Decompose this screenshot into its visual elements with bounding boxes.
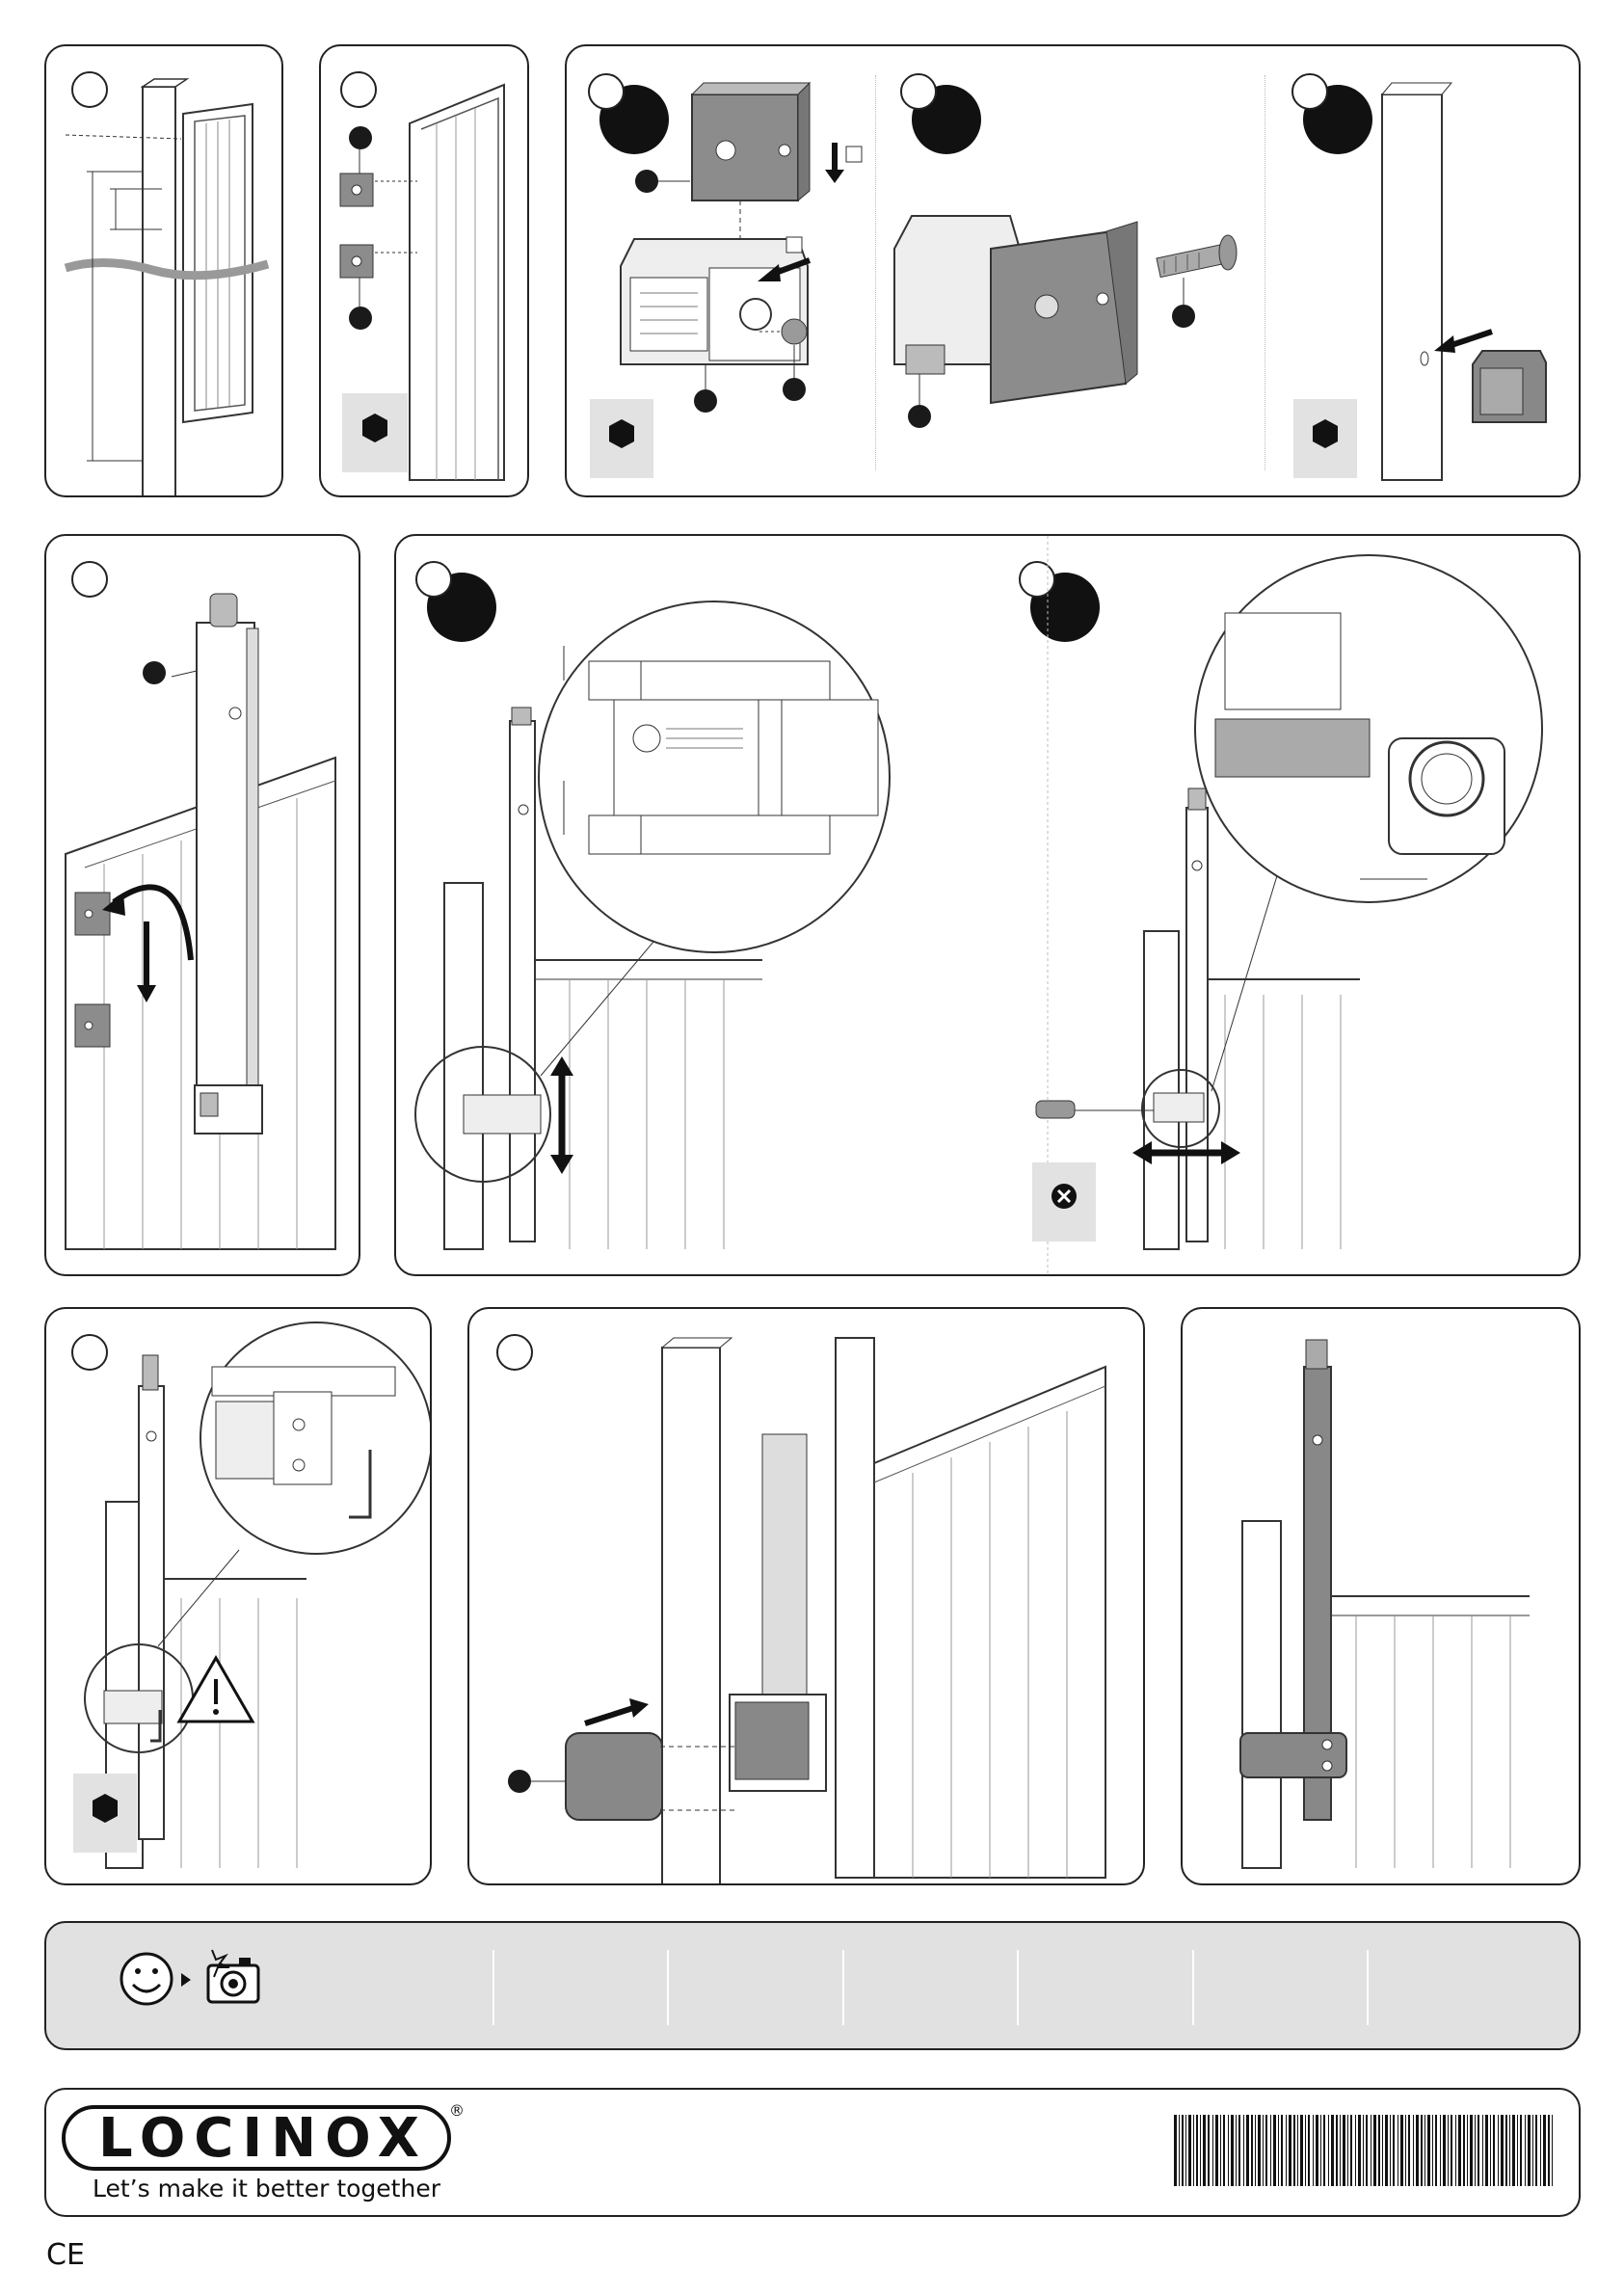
callout-dot bbox=[349, 126, 372, 149]
footer-panel: LOCINOX ® Let’s make it better together bbox=[44, 2088, 1581, 2217]
final-result-illustration bbox=[1183, 1309, 1581, 1885]
hex-tool-icon bbox=[1313, 419, 1338, 448]
step-3-panel bbox=[565, 44, 1581, 497]
callout-dot bbox=[508, 1770, 531, 1793]
step-8-panel bbox=[1181, 1307, 1581, 1885]
callout-dot bbox=[908, 405, 931, 428]
tool-box bbox=[342, 393, 408, 472]
hex-tool-icon bbox=[609, 419, 634, 448]
closer-mount-illustration bbox=[46, 536, 360, 1276]
hex-tool-icon bbox=[362, 414, 387, 442]
step-5-panel bbox=[394, 534, 1581, 1276]
hex-tool-icon bbox=[93, 1794, 118, 1823]
feedback-bar bbox=[44, 1921, 1581, 2050]
measure-illustration bbox=[46, 46, 283, 497]
tool-box bbox=[590, 399, 653, 478]
registered-mark: ® bbox=[449, 2101, 465, 2120]
feedback-icons bbox=[46, 1923, 1581, 2050]
ce-mark: CE bbox=[46, 2238, 85, 2272]
callout-dot bbox=[783, 378, 806, 401]
step-6-panel bbox=[44, 1307, 432, 1885]
brand-name: LOCINOX bbox=[98, 2107, 428, 2170]
callout-dot bbox=[143, 661, 166, 684]
step-number-circle bbox=[1291, 73, 1328, 110]
brand-logo: LOCINOX ® bbox=[62, 2105, 495, 2173]
step-4-panel bbox=[44, 534, 360, 1276]
assembly-illustration bbox=[567, 46, 1581, 497]
callout-dot bbox=[1172, 305, 1195, 328]
camera-icon bbox=[208, 1950, 258, 2002]
tool-box bbox=[73, 1774, 137, 1853]
adjustment-illustration bbox=[396, 536, 1581, 1276]
tool-box bbox=[1293, 399, 1357, 478]
callout-dot bbox=[349, 307, 372, 330]
step-1-panel bbox=[44, 44, 283, 497]
callout-dot bbox=[635, 170, 658, 193]
barcode bbox=[1174, 2115, 1559, 2192]
step-2-panel bbox=[319, 44, 529, 497]
tool-box bbox=[1032, 1162, 1096, 1241]
cover-fitting-illustration bbox=[469, 1309, 1145, 1885]
step-number-circle bbox=[900, 73, 937, 110]
callout-dot bbox=[694, 389, 717, 413]
tagline: Let’s make it better together bbox=[93, 2175, 440, 2203]
step-7-panel bbox=[467, 1307, 1145, 1885]
smiley-icon bbox=[121, 1954, 172, 2004]
